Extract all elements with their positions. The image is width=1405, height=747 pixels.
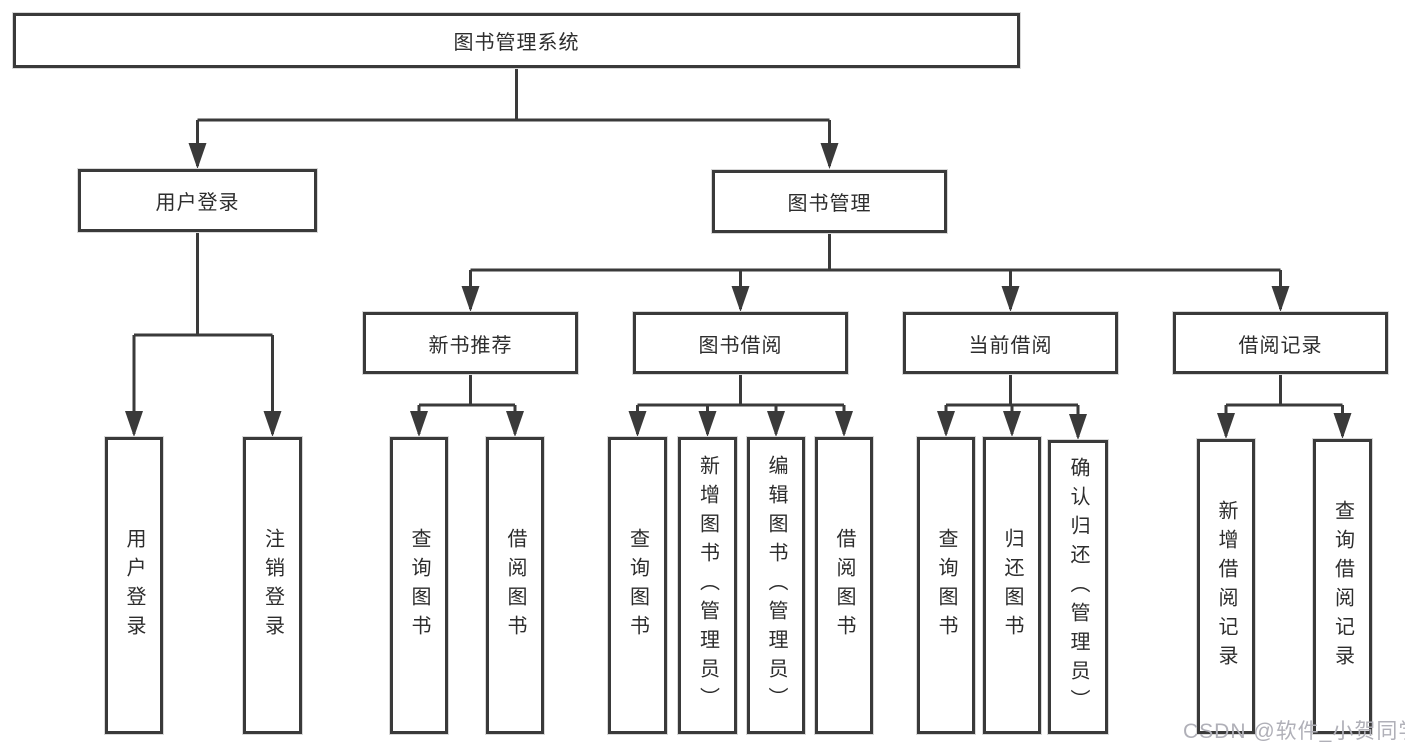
leaf-logout: 注销登录 — [243, 437, 302, 734]
arrowhead — [461, 286, 480, 312]
connector-path — [132, 232, 274, 434]
arrowhead — [188, 143, 207, 169]
arrowhead — [628, 411, 647, 437]
csdn-watermark: CSDN @软件_小贺同学 — [1183, 720, 1405, 743]
leaf-label: 借阅图书 — [504, 527, 526, 644]
arrowhead — [263, 411, 282, 437]
node-book-management: 图书管理 — [712, 170, 947, 233]
leaf-confirm-return-admin: 确认归还（管理员） — [1048, 440, 1108, 734]
leaf-borrow-books: 借阅图书 — [815, 437, 873, 734]
arrowhead — [820, 143, 839, 169]
node-new-book-recommend: 新书推荐 — [363, 312, 578, 374]
node-borrow-record: 借阅记录 — [1173, 312, 1388, 374]
arrowhead — [1333, 413, 1352, 439]
leaf-label: 查询图书 — [935, 527, 957, 644]
connector-path — [417, 374, 517, 434]
leaf-edit-books-admin: 编辑图书（管理员） — [747, 437, 805, 734]
arrowhead — [410, 411, 428, 437]
arrowhead — [835, 411, 853, 437]
connector-path — [1224, 374, 1344, 436]
leaf-query-borrow-record: 查询借阅记录 — [1313, 439, 1372, 734]
arrowhead — [506, 411, 524, 437]
leaf-label: 新增借阅记录 — [1215, 499, 1237, 674]
leaf-query-books-recommend: 查询图书 — [390, 437, 448, 734]
leaf-add-borrow-record: 新增借阅记录 — [1197, 439, 1255, 734]
leaf-label: 新增图书（管理员） — [696, 455, 719, 716]
arrowhead — [731, 286, 750, 312]
leaf-query-books-current: 查询图书 — [917, 437, 975, 734]
arrowhead — [1069, 414, 1087, 440]
leaf-query-books-borrow: 查询图书 — [608, 437, 667, 734]
arrowhead — [767, 411, 785, 437]
leaf-label: 用户登录 — [123, 527, 145, 644]
node-current-borrow: 当前借阅 — [903, 312, 1118, 374]
node-root-system: 图书管理系统 — [13, 13, 1020, 68]
leaf-label: 注销登录 — [261, 527, 284, 644]
node-user-login: 用户登录 — [78, 169, 317, 232]
leaf-label: 借阅图书 — [833, 527, 855, 644]
node-book-borrow: 图书借阅 — [633, 312, 848, 374]
arrowhead — [1217, 413, 1235, 439]
leaf-label: 查询借阅记录 — [1331, 499, 1354, 674]
arrowhead — [1271, 286, 1290, 312]
leaf-label: 编辑图书（管理员） — [765, 455, 787, 716]
connector-path — [636, 374, 846, 434]
leaf-borrow-books-recommend: 借阅图书 — [486, 437, 544, 734]
leaf-label: 确认归还（管理员） — [1067, 456, 1089, 718]
leaf-label: 查询图书 — [626, 527, 649, 644]
arrowhead — [125, 411, 143, 437]
leaf-add-books-admin: 新增图书（管理员） — [678, 437, 737, 734]
connector-path — [469, 233, 1282, 309]
arrowhead — [937, 411, 955, 437]
connector-path — [196, 68, 831, 166]
leaf-label: 归还图书 — [1001, 527, 1023, 644]
leaf-return-books: 归还图书 — [983, 437, 1041, 734]
arrowhead — [1001, 286, 1020, 312]
arrowhead — [698, 411, 717, 437]
arrowhead — [1003, 411, 1021, 437]
leaf-user-login: 用户登录 — [105, 437, 163, 734]
leaf-label: 查询图书 — [408, 527, 430, 644]
